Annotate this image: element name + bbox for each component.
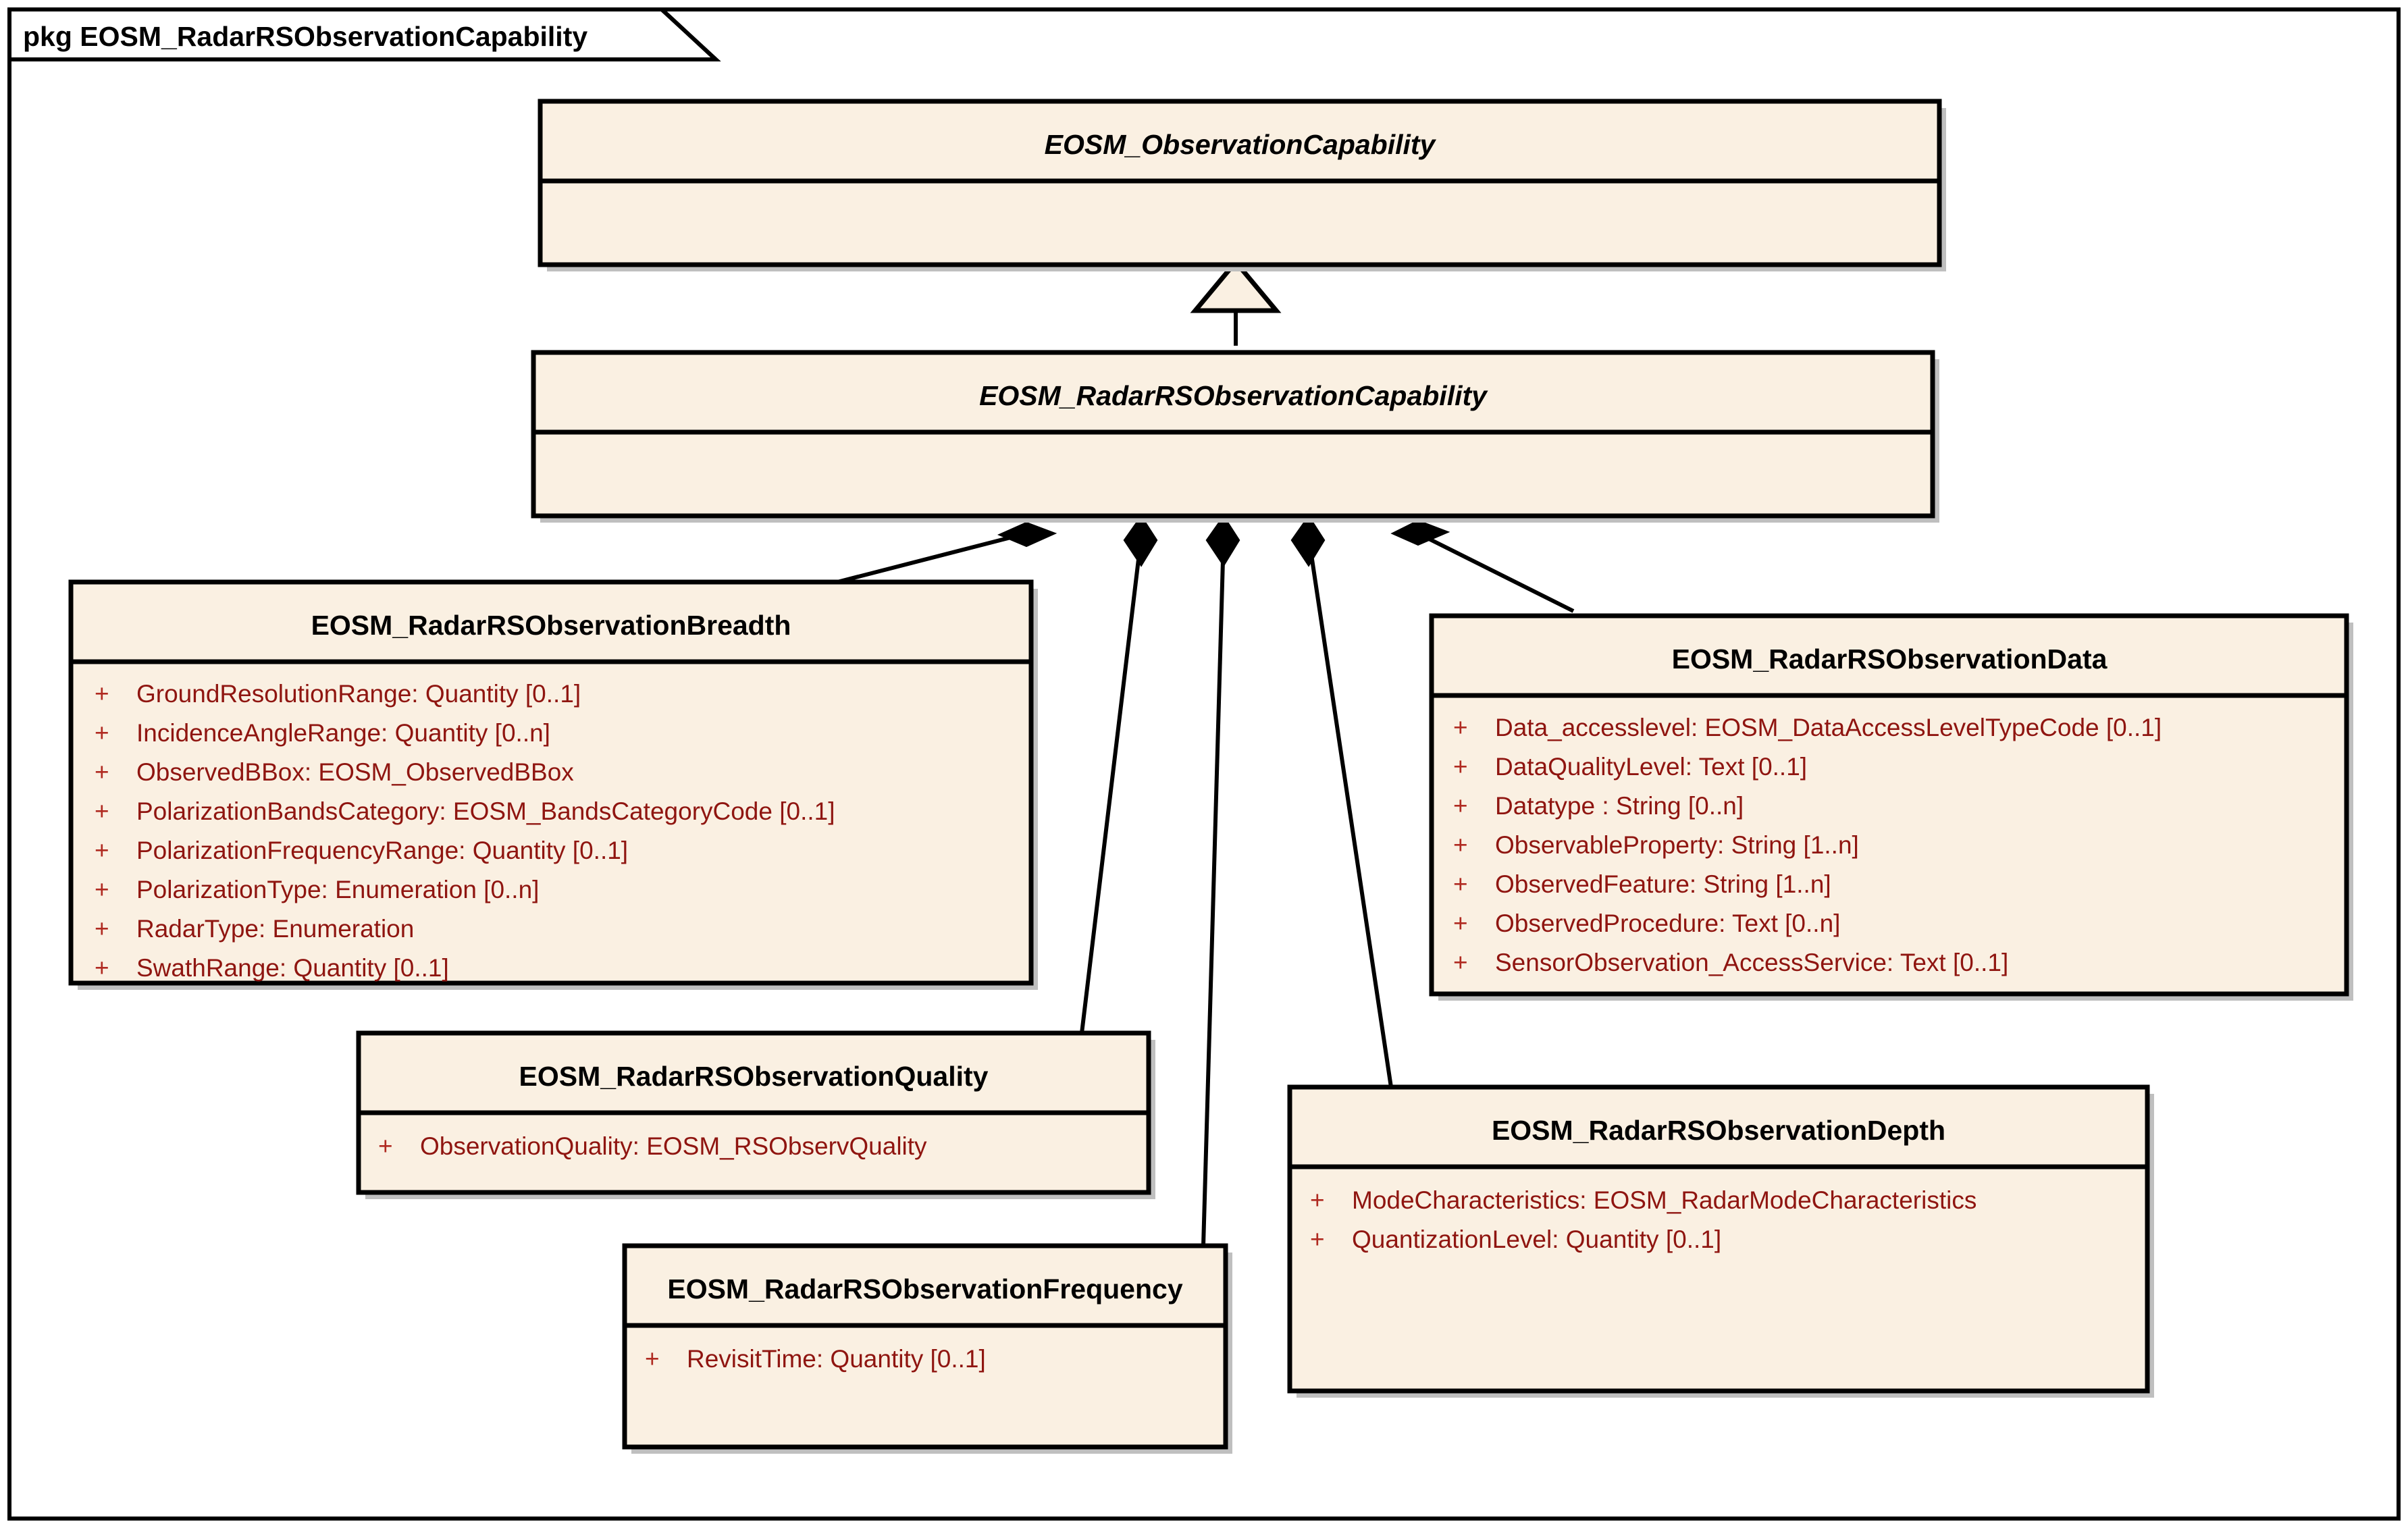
class-radar-rs-observation-capability[interactable]: EOSM_RadarRSObservationCapability xyxy=(531,350,1939,523)
attr-visibility: + xyxy=(95,837,109,864)
class-depth[interactable]: EOSM_RadarRSObservationDepth + ModeChara… xyxy=(1287,1084,2154,1398)
class-frequency[interactable]: EOSM_RadarRSObservationFrequency + Revis… xyxy=(622,1243,1232,1454)
attr-visibility: + xyxy=(1453,714,1468,741)
attr-text: Datatype : String [0..n] xyxy=(1495,792,1744,820)
attr-text: ObservationQuality: EOSM_RSObservQuality xyxy=(420,1132,927,1160)
attr-text: PolarizationBandsCategory: EOSM_BandsCat… xyxy=(136,797,835,825)
class-title-observation-capability: EOSM_ObservationCapability xyxy=(1045,129,1437,160)
attr-visibility: + xyxy=(95,954,109,982)
attr-visibility: + xyxy=(95,876,109,903)
connector-composition-breadth xyxy=(837,521,1057,584)
class-title-depth: EOSM_RadarRSObservationDepth xyxy=(1492,1115,1945,1146)
class-title-data: EOSM_RadarRSObservationData xyxy=(1672,643,2108,675)
attr-text: ObservedFeature: String [1..n] xyxy=(1495,870,1831,898)
connector-composition-quality xyxy=(1080,515,1158,1034)
attr-text: GroundResolutionRange: Quantity [0..1] xyxy=(136,680,581,708)
attr-text: QuantizationLevel: Quantity [0..1] xyxy=(1352,1226,1721,1253)
attribute-list-quality: + ObservationQuality: EOSM_RSObservQuali… xyxy=(378,1132,927,1160)
attr-text: ObservedProcedure: Text [0..n] xyxy=(1495,910,1840,937)
attr-visibility: + xyxy=(1453,831,1468,859)
attr-visibility: + xyxy=(645,1345,660,1373)
attr-visibility: + xyxy=(1453,753,1468,781)
connector-generalization xyxy=(1190,258,1282,346)
class-title-breadth: EOSM_RadarRSObservationBreadth xyxy=(311,610,791,641)
attribute-list-depth: + ModeCharacteristics: EOSM_RadarModeCha… xyxy=(1310,1186,1977,1253)
attr-text: Data_accesslevel: EOSM_DataAccessLevelTy… xyxy=(1495,714,2162,741)
attr-visibility: + xyxy=(1453,792,1468,820)
attr-text: SwathRange: Quantity [0..1] xyxy=(136,954,449,982)
attr-visibility: + xyxy=(1310,1226,1325,1253)
attr-visibility: + xyxy=(1453,949,1468,976)
attr-visibility: + xyxy=(95,797,109,825)
attr-visibility: + xyxy=(95,680,109,708)
connector-composition-frequency xyxy=(1201,515,1240,1246)
class-breadth[interactable]: EOSM_RadarRSObservationBreadth + GroundR… xyxy=(68,579,1038,990)
attr-text: PolarizationFrequencyRange: Quantity [0.… xyxy=(136,837,628,864)
class-title-quality: EOSM_RadarRSObservationQuality xyxy=(519,1061,989,1092)
attr-visibility: + xyxy=(1453,910,1468,937)
class-observation-capability[interactable]: EOSM_ObservationCapability xyxy=(538,99,1946,271)
attr-text: RevisitTime: Quantity [0..1] xyxy=(687,1345,986,1373)
connector-composition-data xyxy=(1390,519,1575,613)
class-title-frequency: EOSM_RadarRSObservationFrequency xyxy=(667,1273,1182,1305)
class-title-radar-rs-observation-capability: EOSM_RadarRSObservationCapability xyxy=(979,380,1488,411)
attribute-list-data: + Data_accesslevel: EOSM_DataAccessLevel… xyxy=(1453,714,2162,976)
attr-text: SensorObservation_AccessService: Text [0… xyxy=(1495,949,2008,976)
attr-text: IncidenceAngleRange: Quantity [0..n] xyxy=(136,719,550,747)
package-frame xyxy=(7,7,2401,1521)
attr-visibility: + xyxy=(95,758,109,786)
attr-text: PolarizationType: Enumeration [0..n] xyxy=(136,876,539,903)
attr-text: ObservableProperty: String [1..n] xyxy=(1495,831,1859,859)
attr-text: ObservedBBox: EOSM_ObservedBBox xyxy=(136,758,574,786)
attribute-list-breadth: + GroundResolutionRange: Quantity [0..1]… xyxy=(95,680,835,982)
connector-composition-depth xyxy=(1290,515,1393,1088)
attr-visibility: + xyxy=(1453,870,1468,898)
attr-text: ModeCharacteristics: EOSM_RadarModeChara… xyxy=(1352,1186,1977,1214)
attr-visibility: + xyxy=(95,915,109,943)
attr-visibility: + xyxy=(378,1132,393,1160)
class-quality[interactable]: EOSM_RadarRSObservationQuality + Observa… xyxy=(356,1030,1155,1199)
attr-text: RadarType: Enumeration xyxy=(136,915,414,943)
package-label: pkg EOSM_RadarRSObservationCapability xyxy=(23,21,587,52)
class-data[interactable]: EOSM_RadarRSObservationData + Data_acces… xyxy=(1429,613,2353,1001)
attr-visibility: + xyxy=(95,719,109,747)
attribute-list-frequency: + RevisitTime: Quantity [0..1] xyxy=(645,1345,986,1373)
attr-visibility: + xyxy=(1310,1186,1325,1214)
attr-text: DataQualityLevel: Text [0..1] xyxy=(1495,753,1807,781)
